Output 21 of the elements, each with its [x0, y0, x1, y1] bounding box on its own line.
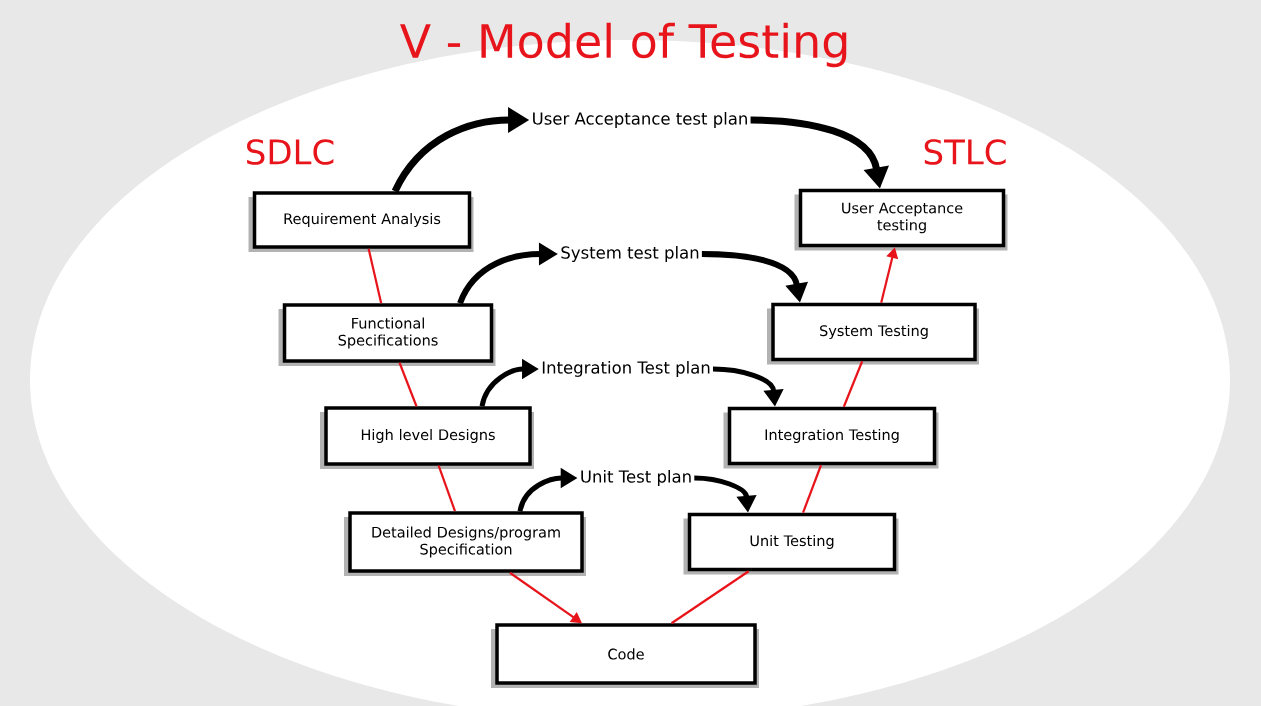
connector-line — [842, 360, 864, 408]
connector-line — [670, 570, 750, 625]
process-box: Code — [491, 623, 759, 688]
test-plan-label: User Acceptance test plan — [533, 112, 747, 128]
process-box: High level Designs — [320, 406, 534, 469]
process-box: Functional Specifications — [278, 303, 496, 366]
connector-line — [367, 248, 383, 304]
phase-label: SDLC — [247, 139, 334, 165]
process-box: User Acceptance testing — [794, 188, 1008, 251]
test-plan-label: Integration Test plan — [542, 361, 710, 377]
process-box: Integration Testing — [723, 406, 939, 469]
process-box: Detailed Designs/program Specification — [344, 511, 586, 576]
connector-line — [802, 464, 822, 514]
test-plan-label: Unit Test plan — [581, 470, 691, 486]
test-plan-label: System test plan — [561, 246, 699, 262]
title: V - Model of Testing — [400, 22, 847, 68]
process-box: Requirement Analysis — [248, 191, 474, 252]
connector-line — [437, 465, 457, 512]
process-box: Unit Testing — [683, 512, 899, 575]
connector-line — [398, 362, 418, 407]
process-box: System Testing — [767, 302, 979, 365]
